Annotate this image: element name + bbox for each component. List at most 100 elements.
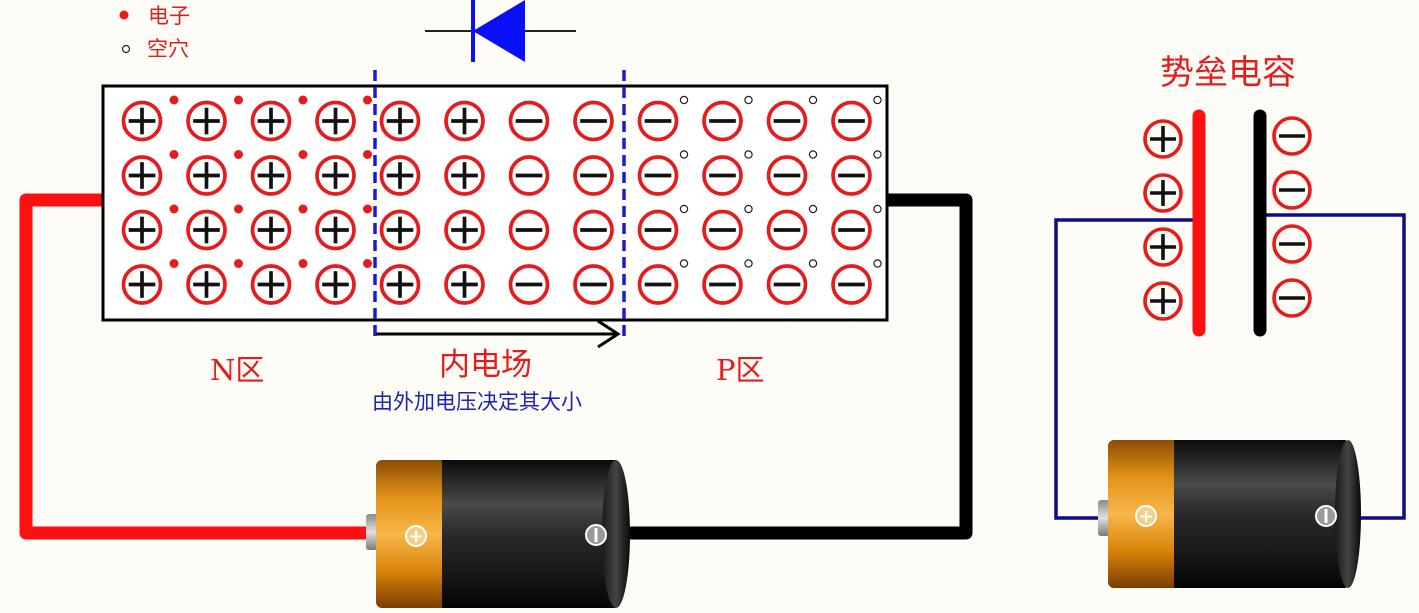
donor-ion [379,209,421,251]
hole [744,259,753,268]
hole [873,259,882,268]
acceptor-ion [637,209,679,251]
acceptor-ion [831,264,872,305]
hole-legend-dot [121,44,131,54]
donor-ion [186,155,227,196]
hole [808,150,818,159]
acceptor-ion [508,100,550,142]
capacitor-wire-left [1054,218,1198,520]
legend [119,10,131,54]
hole [873,204,882,214]
acceptor-ion [831,209,872,251]
electron [298,150,308,159]
donor-ion [250,264,292,305]
capacitor-positive-charge [1143,119,1183,159]
donor-ion [121,209,163,251]
electron [169,204,179,214]
hole [679,150,689,159]
donor-ion [250,209,292,251]
electron [363,204,372,214]
electron-legend-label: 电子 [148,4,190,28]
hole-legend-label: 空穴 [147,37,189,61]
small-battery-positive-sign: + [1138,506,1153,527]
right-wire [628,193,973,540]
internal-field-note: 由外加电压决定其大小 [372,390,582,414]
acceptor-ion [508,209,550,251]
semiconductor-block [101,84,889,322]
capacitor-positive-charge [1143,173,1183,213]
electron-legend-dot [119,10,129,20]
donor-ion [121,264,163,305]
n-region-label: N区 [210,353,265,387]
electron [363,95,372,105]
acceptor-ion [702,100,743,142]
hole [873,150,882,159]
donor-ion [315,155,356,196]
electron [169,259,179,268]
left-wire [19,193,372,540]
donor-ion [315,209,356,251]
capacitor-charges [1143,116,1312,321]
hole [679,259,689,268]
donor-ion [315,100,356,142]
main-battery: + [366,460,630,608]
hole [744,150,753,159]
acceptor-ion [573,264,614,305]
hole [808,95,818,105]
donor-ion [250,155,292,196]
electron [169,95,179,105]
capacitor-negative-charge [1272,170,1312,210]
acceptor-ion [702,264,743,305]
capacitor-negative-charge [1272,278,1312,318]
p-region-label: P区 [716,353,765,387]
acceptor-ion [637,100,679,142]
donor-ion [379,155,421,196]
acceptor-ion [637,155,679,196]
hole [873,95,882,105]
acceptor-ion [573,209,614,251]
acceptor-ion [766,264,808,305]
donor-ion [444,100,485,142]
donor-ion [444,209,485,251]
donor-ion [186,209,227,251]
electron [234,95,243,105]
hole [679,95,689,105]
capacitor-positive-charge [1143,227,1183,267]
electron [298,204,308,214]
acceptor-ion [508,264,550,305]
acceptor-ion [831,100,872,142]
acceptor-ion [702,155,743,196]
capacitor-circuit [1054,109,1406,520]
donor-ion [121,155,163,196]
electron [169,150,179,159]
acceptor-ion [573,155,614,196]
small-battery-positive-terminal [1135,505,1157,527]
diode-symbol [425,0,576,62]
electron [298,259,308,268]
electron [298,95,308,105]
electron [234,204,243,214]
acceptor-ion [508,155,550,196]
donor-ion [121,100,163,142]
donor-ion [315,264,356,305]
electron [234,259,243,268]
acceptor-ion [766,209,808,251]
electron [363,259,372,268]
acceptor-ion [573,100,614,142]
battery-positive-sign: + [408,526,423,547]
capacitor-positive-charge [1143,281,1183,321]
acceptor-ion [766,100,808,142]
hole [744,95,753,105]
donor-ion [444,264,485,305]
donor-ion [186,264,227,305]
acceptor-ion [702,209,743,251]
hole [744,204,753,214]
internal-field-arrow [376,319,621,349]
electron [363,150,372,159]
capacitor-negative-charge [1272,116,1312,156]
capacitor-wire-right [1259,213,1406,520]
donor-ion [444,155,485,196]
electron [234,150,243,159]
hole [808,259,818,268]
